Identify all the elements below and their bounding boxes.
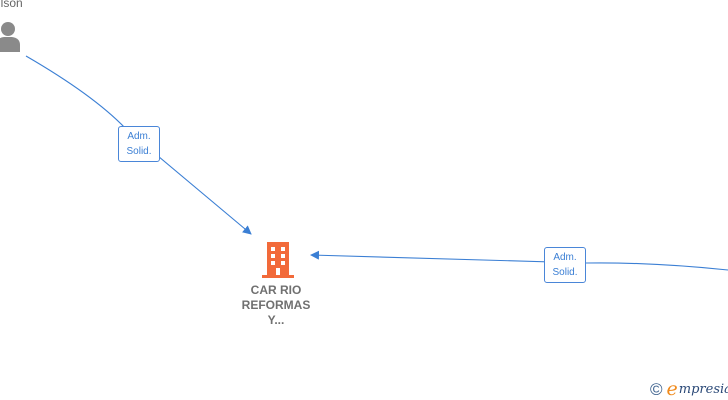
brand-initial: e bbox=[666, 377, 678, 400]
company-name-line: CAR RIO bbox=[250, 283, 302, 297]
edge-label-adm-solid[interactable]: Adm. Solid. bbox=[118, 126, 160, 162]
copyright-icon: © bbox=[650, 379, 663, 399]
person-name[interactable]: ilson bbox=[0, 0, 23, 10]
edge-label-line1: Adm. bbox=[553, 252, 577, 263]
company-name-line: Y... bbox=[267, 313, 285, 327]
edge-label-line2: Solid. bbox=[126, 146, 152, 157]
company-name[interactable]: CAR RIO REFORMAS Y... bbox=[226, 283, 326, 328]
company-name-line: REFORMAS bbox=[241, 298, 311, 312]
edge-label-adm-solid[interactable]: Adm. Solid. bbox=[544, 247, 586, 283]
edge-label-line2: Solid. bbox=[552, 267, 578, 278]
brand-name: mpresia bbox=[678, 381, 728, 397]
edge-right-to-company bbox=[310, 250, 728, 271]
empresia-logo[interactable]: © e mpresia bbox=[650, 378, 728, 400]
person-icon[interactable] bbox=[0, 20, 22, 52]
edge-label-line1: Adm. bbox=[127, 131, 151, 142]
building-icon[interactable] bbox=[262, 242, 294, 278]
